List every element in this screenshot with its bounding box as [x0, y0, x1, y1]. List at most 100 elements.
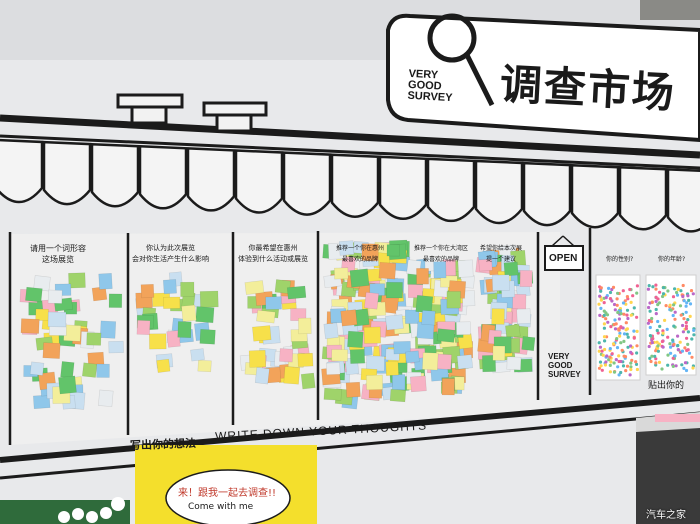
dot-sticker [626, 345, 630, 349]
sticky-note [457, 259, 474, 278]
dot-sticker [634, 360, 638, 364]
sticky-note [491, 308, 505, 325]
awning-stripe [234, 149, 284, 214]
sticky-note [392, 374, 406, 391]
sticky-note [347, 330, 364, 349]
dot-sticker [620, 348, 624, 352]
dot-sticker [669, 351, 673, 355]
sticky-note [98, 272, 113, 290]
sticky-note [286, 285, 307, 300]
dot-sticker [685, 336, 689, 340]
dot-sticker [629, 367, 633, 372]
sticky-note [512, 294, 527, 310]
dot-sticker [626, 316, 630, 321]
awning-stripe [666, 168, 700, 233]
sticky-note [300, 372, 316, 390]
dot-sticker [646, 287, 651, 291]
dot-sticker [692, 333, 696, 337]
dot-sticker [666, 363, 670, 367]
dot-sticker [688, 314, 692, 318]
dot-sticker [609, 325, 613, 329]
sticky-note [29, 361, 45, 376]
dot-sticker [689, 289, 694, 293]
dot-sticker [648, 356, 652, 360]
dot-sticker [607, 286, 611, 290]
awning-stripe [378, 155, 428, 221]
dot-sticker [617, 373, 621, 377]
dot-sticker [608, 355, 612, 359]
dot-sticker [682, 299, 686, 303]
dot-sticker [612, 322, 616, 327]
dot-sticker [606, 320, 610, 324]
sticky-note [340, 309, 358, 327]
caption-chinese: 写出你的想法 [129, 437, 197, 453]
sticky-note [410, 375, 427, 393]
question-1: 请用一个词形容 这场展览 [30, 244, 86, 264]
dot-sticker [658, 324, 662, 328]
sticky-note [190, 348, 205, 362]
dot-sticker [604, 296, 608, 300]
dot-sticker [622, 312, 626, 316]
dot-sticker [618, 334, 622, 338]
sticky-note [33, 394, 51, 409]
sticky-notes [19, 239, 536, 410]
dot-sticker [661, 292, 666, 296]
dot-sticker [608, 363, 612, 367]
dot-sticker [611, 285, 616, 289]
dot-sticker [676, 343, 680, 348]
dot-sticker [684, 310, 688, 314]
sticky-note [516, 308, 531, 324]
awning-stripe [90, 142, 140, 208]
sticky-note [505, 324, 521, 338]
right-question-age: 你的年龄? [658, 256, 686, 263]
dot-sticker [624, 321, 628, 325]
dot-sticker [650, 316, 654, 321]
dot-sticker [600, 349, 604, 353]
awning-stripe [474, 159, 524, 225]
dot-sticker [602, 301, 606, 305]
dot-sticker [660, 339, 665, 344]
dot-sticker [653, 354, 657, 358]
dot-sticker [635, 284, 640, 288]
sticky-note [136, 319, 151, 336]
dot-sticker [624, 328, 628, 332]
sticky-note [386, 244, 400, 257]
sticky-note [181, 304, 197, 322]
booth-brand: VERY GOOD SURVEY [548, 352, 581, 379]
dot-sticker [609, 360, 613, 364]
dot-sticker [635, 351, 639, 355]
dot-sticker [616, 291, 620, 295]
dot-sticker [625, 295, 630, 299]
dot-sticker [599, 306, 603, 310]
dot-sticker [684, 368, 689, 373]
dot-sticker [621, 364, 626, 368]
dot-sticker [611, 342, 616, 346]
dot-sticker [628, 373, 632, 377]
sticky-note [283, 366, 301, 385]
dot-sticker [656, 331, 660, 335]
dot-sticker [650, 341, 655, 345]
dot-sticker [632, 329, 636, 333]
dot-sticker [678, 304, 683, 308]
dot-sticker [612, 370, 617, 374]
sticky-note [177, 321, 192, 338]
sticky-note [363, 326, 381, 344]
dot-sticker [608, 370, 613, 374]
dot-sticker [646, 321, 651, 325]
sticky-note [256, 309, 276, 324]
dot-sticker [629, 365, 633, 369]
dot-sticker [610, 299, 614, 303]
dot-sticker [672, 342, 676, 346]
awning-stripe [330, 153, 380, 218]
dot-sticker [647, 305, 651, 310]
awning-stripe [186, 147, 236, 212]
dot-sticker [673, 287, 677, 291]
dot-sticker [647, 318, 651, 323]
dot-sticker [617, 317, 622, 321]
dot-sticker [676, 287, 680, 292]
sticky-note [98, 389, 114, 407]
dot-sticker [603, 363, 608, 367]
dot-sticker [663, 318, 667, 322]
sticky-note [456, 321, 471, 336]
dot-sticker [614, 358, 618, 362]
